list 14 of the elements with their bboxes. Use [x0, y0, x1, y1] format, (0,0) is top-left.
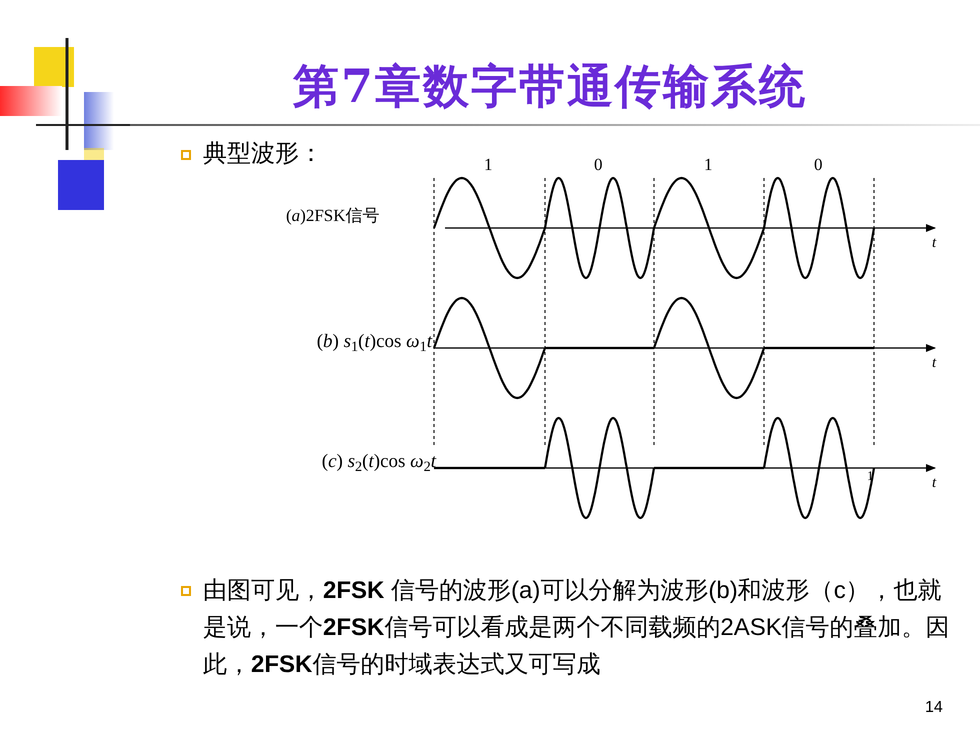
waveform-label: (a)2FSK信号: [286, 205, 380, 227]
waveform-label: (b) s$_{1}$(t)cos ω$_{1}$t: [316, 330, 432, 356]
bit-label: 0: [594, 154, 602, 176]
page-number: 14: [925, 698, 943, 718]
bit-label: 1: [704, 154, 712, 176]
axis-label: t: [932, 354, 936, 373]
bit-label: 0: [814, 154, 822, 176]
axis-label: t: [932, 474, 936, 493]
slide-title: 第7章数字带通传输系统: [292, 58, 808, 115]
bit-label: 1: [484, 154, 492, 176]
waveform-label: (c) s$_{2}$(t)cos ω$_{2}$t: [322, 450, 436, 476]
section-heading: 典型波形：: [203, 139, 323, 169]
body-paragraph: 由图可见，2FSK 信号的波形(a)可以分解为波形(b)和波形（c），也就是说，一个2FSK信号可以看成是两个不同载频的2ASK信号的叠加。因此，2FSK信号的时域表达式又可写成: [203, 576, 951, 680]
axis-label: t: [932, 234, 936, 253]
